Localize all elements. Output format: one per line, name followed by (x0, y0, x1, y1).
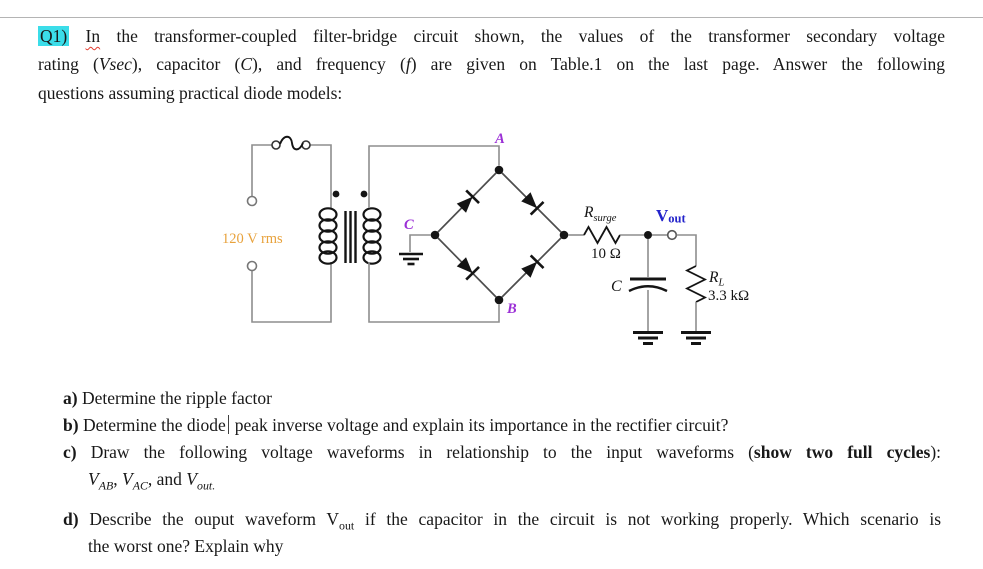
diode-bottom-right (521, 254, 545, 278)
source-voltage-label: 120 V rms (222, 231, 283, 247)
node-c-label: C (404, 217, 414, 233)
surge-resistor-symbol (583, 225, 621, 245)
intro-line-1: Q1) In the transformer-coupled filter-br… (38, 22, 945, 50)
node-right-dot (559, 230, 569, 240)
capacitor-symbol (628, 277, 668, 293)
vout-inline: Vout (326, 509, 355, 533)
question-number-highlight: Q1) (38, 26, 70, 46)
text-cursor (227, 415, 230, 434)
intro-line-3: questions assuming practical diode model… (38, 82, 343, 103)
node-left-dot (430, 230, 440, 240)
capacitor-label: C (611, 278, 622, 295)
surge-resistor-label: Rsurge (583, 204, 617, 224)
bridge-rectifier (430, 165, 569, 305)
ground-symbol-capacitor (633, 331, 663, 345)
question-list[interactable]: a) Determine the ripple factor b) Determ… (63, 385, 941, 560)
phase-dot-primary (332, 190, 340, 198)
fuse-symbol (271, 135, 311, 151)
primary-terminal-bottom (246, 260, 258, 272)
primary-winding (318, 207, 338, 265)
transformer-symbol (318, 190, 382, 265)
question-c-label: c) (63, 442, 77, 462)
question-b-label: b) (63, 415, 79, 435)
phase-dot-secondary (360, 190, 368, 198)
load-resistor-value: 3.3 kΩ (708, 288, 749, 304)
question-a: a) Determine the ripple factor (63, 388, 272, 408)
question-d-label: d) (63, 509, 79, 529)
output-network (568, 225, 711, 345)
ground-symbol-load (681, 331, 711, 345)
question-paragraph[interactable]: Q1) In the transformer-coupled filter-br… (38, 22, 945, 107)
question-d-line2: the worst one? Explain why (88, 536, 284, 556)
node-a-dot (494, 165, 504, 175)
junction-dot (644, 231, 652, 239)
node-b-dot (494, 295, 504, 305)
ground-symbol-c (399, 234, 431, 266)
spellcheck-word: In (85, 26, 101, 46)
secondary-wires (368, 145, 500, 323)
load-resistor-symbol (684, 265, 708, 303)
circuit-diagram[interactable]: 120 V rms A B C Rsurge 10 Ω Vout C RL 3.… (210, 125, 790, 360)
node-b-label: B (506, 301, 517, 317)
question-a-label: a) (63, 388, 78, 408)
primary-circuit-wires (246, 144, 332, 323)
question-c: c) Draw the following voltage waveforms … (63, 442, 942, 462)
question-d: d) Describe the ouput waveform Vout if t… (63, 509, 942, 533)
primary-terminal-top (246, 195, 258, 207)
secondary-winding (362, 207, 382, 265)
page-top-border (0, 17, 983, 18)
node-a-label: A (494, 131, 505, 147)
intro-line-2: rating (Vsec), capacitor (C), and freque… (38, 54, 945, 75)
vout-label: Vout (656, 206, 686, 226)
load-resistor-label: RL (708, 269, 724, 289)
question-c-waveforms: VAB, VAC, and Vout. (88, 469, 216, 493)
output-terminal (666, 229, 678, 241)
diode-top-right (521, 192, 545, 216)
intro-text-1: the transformer-coupled filter-bridge ci… (116, 26, 945, 46)
transformer-core (344, 211, 357, 263)
diode-bottom-left (456, 257, 480, 281)
surge-resistor-value: 10 Ω (591, 246, 621, 262)
diode-top-left (456, 189, 480, 213)
question-b: b) Determine the diode peak inverse volt… (63, 415, 729, 435)
